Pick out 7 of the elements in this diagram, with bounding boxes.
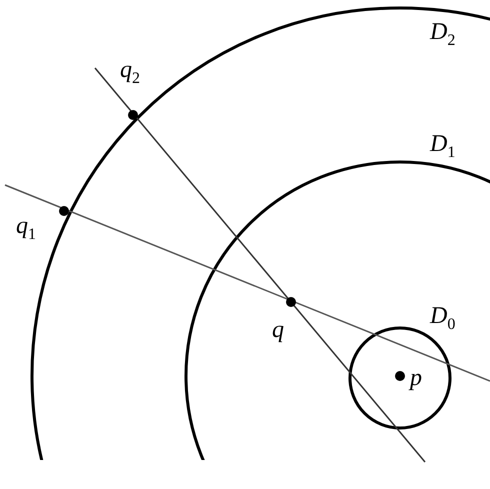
point-label: D$_{1}$ — [430, 132, 456, 161]
point-label: q$_{1}$ — [16, 214, 36, 243]
point-label: D$_{0}$ — [430, 304, 456, 333]
point-label: p — [410, 366, 422, 390]
point-label: q — [272, 318, 284, 342]
point-label: q$_{2}$ — [120, 58, 140, 87]
point-label: D$_{2}$ — [430, 20, 456, 49]
